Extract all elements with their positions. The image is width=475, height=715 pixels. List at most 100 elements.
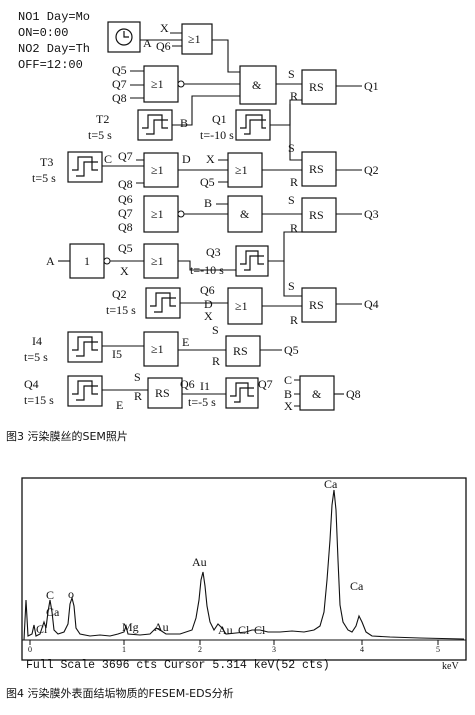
peak-label-au-2: Au bbox=[192, 555, 207, 569]
label-s-5: S bbox=[212, 323, 219, 337]
pulse-icon-q1 bbox=[240, 114, 266, 135]
label-q7-1: Q7 bbox=[112, 77, 127, 91]
x-axis-ticks bbox=[29, 640, 439, 645]
rs-flipflop-q1 bbox=[301, 69, 337, 105]
and-gate-3-label: & bbox=[312, 387, 322, 401]
label-q4-time: t=15 s bbox=[24, 393, 54, 407]
label-r-2: R bbox=[290, 175, 298, 189]
clock-hands-icon bbox=[123, 31, 129, 38]
label-q1-time: t=-10 s bbox=[200, 128, 234, 142]
output-q3: Q3 bbox=[364, 207, 379, 221]
figure-3-caption: 图3 污染膜丝的SEM照片 bbox=[6, 429, 128, 443]
rs-flipflop-q2 bbox=[301, 151, 337, 187]
output-q1: Q1 bbox=[364, 79, 379, 93]
label-r-6: R bbox=[134, 389, 142, 403]
inverter-bubble-3 bbox=[103, 257, 111, 265]
wire-q3timer-to-rs bbox=[268, 231, 302, 262]
peak-label-ca-2: Ca bbox=[324, 477, 338, 491]
tick-2: 2 bbox=[198, 645, 202, 654]
rs-flipflop-q3 bbox=[301, 197, 337, 233]
inverter-bubble-2 bbox=[177, 210, 185, 218]
label-i5: I5 bbox=[112, 347, 122, 361]
or-gate-i4i5 bbox=[143, 331, 179, 367]
label-i4: I4 bbox=[32, 334, 42, 348]
or-gate-5-label: ≥1 bbox=[151, 207, 164, 221]
spectrum-trace bbox=[23, 489, 465, 641]
wire-q1-loop bbox=[289, 104, 302, 161]
figure-4-caption: 图4 污染膜外表面结垢物质的FESEM-EDS分析 bbox=[6, 686, 234, 700]
label-c-2: C bbox=[284, 373, 292, 387]
schedule-line-4: OFF=12:00 bbox=[18, 58, 83, 72]
label-x-4: X bbox=[204, 309, 213, 323]
label-d-2: D bbox=[204, 297, 213, 311]
label-q5-1: Q5 bbox=[112, 63, 127, 77]
label-q8-3: Q8 bbox=[118, 220, 133, 234]
label-a-1: A bbox=[143, 36, 152, 50]
wire-q3timer-to-rs4 bbox=[283, 261, 302, 297]
or-gate-4-label: ≥1 bbox=[235, 163, 248, 177]
label-s-6: S bbox=[134, 370, 141, 384]
label-i1: I1 bbox=[200, 379, 210, 393]
label-s-1: S bbox=[288, 67, 295, 81]
or-gate-q7q8 bbox=[143, 152, 179, 188]
or-gate-top-label: ≥1 bbox=[188, 32, 201, 46]
label-q5-3: Q5 bbox=[118, 241, 133, 255]
or-gate-3-label: ≥1 bbox=[151, 163, 164, 177]
rs6-label: RS bbox=[155, 386, 170, 400]
label-d-1: D bbox=[182, 152, 191, 166]
label-i1-time: t=-5 s bbox=[188, 395, 216, 409]
peak-label-cl-2: Cl bbox=[238, 623, 250, 637]
axis-unit-kev: keV bbox=[442, 661, 459, 672]
pulse-icon-t2 bbox=[142, 114, 168, 135]
rs-flipflop-q6 bbox=[147, 377, 183, 409]
tick-0: 0 bbox=[28, 645, 32, 654]
label-s-4: S bbox=[288, 279, 295, 293]
pulse-icon-q4 bbox=[72, 380, 98, 401]
label-q5-2: Q5 bbox=[200, 175, 215, 189]
label-q8-2: Q8 bbox=[118, 177, 133, 191]
label-q2-in: Q2 bbox=[112, 287, 127, 301]
and-gate-3 bbox=[299, 375, 335, 411]
output-q2: Q2 bbox=[364, 163, 379, 177]
label-c-1: C bbox=[104, 152, 112, 166]
or-gate-8-label: ≥1 bbox=[151, 342, 164, 356]
or-gate-top bbox=[181, 23, 213, 55]
rs4-label: RS bbox=[309, 298, 324, 312]
rs5-label: RS bbox=[233, 344, 248, 358]
or-gate-q5x bbox=[143, 243, 179, 279]
label-x-2: X bbox=[206, 152, 215, 166]
label-q7-2: Q7 bbox=[118, 149, 133, 163]
rs1-label: RS bbox=[309, 80, 324, 94]
pulse-icon-t3 bbox=[72, 156, 98, 177]
wires-and2 bbox=[216, 203, 302, 215]
label-q1-in: Q1 bbox=[212, 112, 227, 126]
label-t3-time: t=5 s bbox=[32, 171, 56, 185]
or-gate-xq5 bbox=[227, 152, 263, 188]
and-gate-1 bbox=[239, 65, 277, 105]
peak-label-mg: Mg bbox=[122, 620, 139, 634]
rs-flipflop-q5 bbox=[225, 335, 261, 367]
tick-4: 4 bbox=[360, 645, 364, 654]
clock-icon bbox=[115, 28, 133, 46]
label-q6-2: Q6 bbox=[118, 192, 133, 206]
label-b-3: B bbox=[284, 387, 292, 401]
label-s-2: S bbox=[288, 141, 295, 155]
peak-label-ca-1: Ca bbox=[46, 605, 60, 619]
label-x-3: X bbox=[120, 264, 129, 278]
rs-flipflop-q4 bbox=[301, 287, 337, 323]
and-gate-2-label: & bbox=[240, 207, 250, 221]
and-gate-1-label: & bbox=[252, 78, 262, 92]
label-r-3: R bbox=[290, 221, 298, 235]
pulse-icon-q3 bbox=[240, 250, 264, 271]
wire-or6-out bbox=[178, 260, 236, 271]
not-gate-label: 1 bbox=[84, 254, 90, 268]
label-q2-time: t=15 s bbox=[106, 303, 136, 317]
or-gate-6-label: ≥1 bbox=[151, 254, 164, 268]
tick-3: 3 bbox=[272, 645, 276, 654]
wire-or-to-and bbox=[212, 39, 240, 73]
peak-label-cl-1: Cl bbox=[36, 622, 48, 636]
wires-or4 bbox=[218, 159, 302, 183]
pulse-icon-i4 bbox=[72, 336, 98, 357]
logic-diagram: NO1 Day=Mo ON=0:00 NO2 Day=Th OFF=12:00 … bbox=[18, 10, 379, 413]
or-gate-7-label: ≥1 bbox=[235, 299, 248, 313]
